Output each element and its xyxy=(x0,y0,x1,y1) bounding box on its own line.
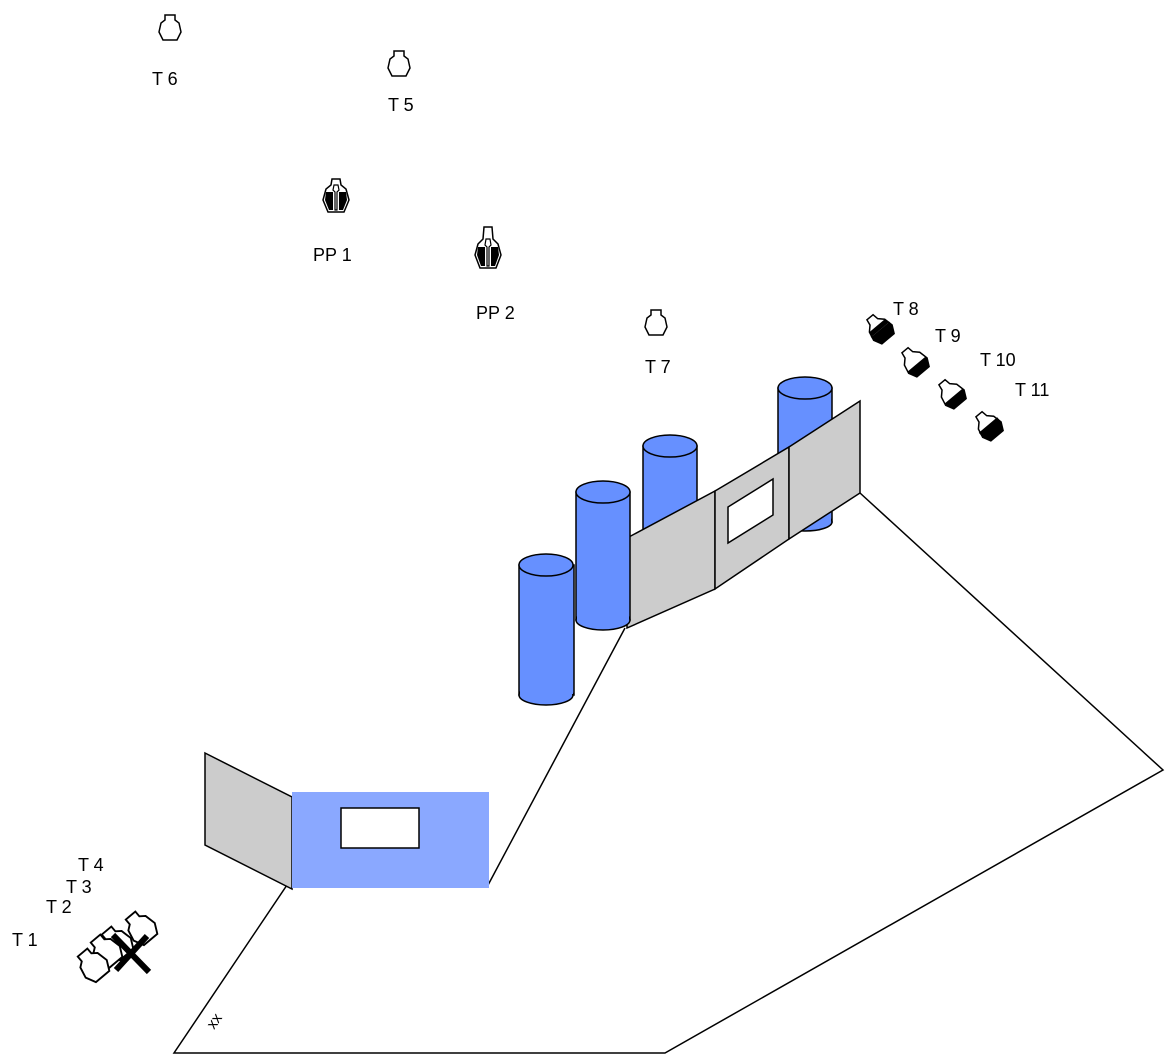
no-shoot-target-icon xyxy=(474,226,502,269)
steel-popper-icon xyxy=(895,341,933,381)
steel-t8: T 8 xyxy=(860,299,919,348)
paper-target-icon xyxy=(158,14,182,41)
label-t3: T 3 xyxy=(66,877,92,897)
lower-port-window xyxy=(340,807,420,849)
barrel-2 xyxy=(575,480,631,631)
label-pp2: PP 2 xyxy=(476,303,515,323)
label-t7: T 7 xyxy=(645,357,671,377)
upper-wall-panel-3 xyxy=(788,399,861,541)
upper-port-window xyxy=(727,477,774,545)
label-t2: T 2 xyxy=(46,897,72,917)
label-t10: T 10 xyxy=(980,350,1016,370)
steel-t11: T 11 xyxy=(969,380,1049,445)
label-t8: T 8 xyxy=(893,299,919,319)
target-t5: T 5 xyxy=(387,50,414,115)
lower-wall-with-port xyxy=(204,751,489,891)
steel-popper-icon xyxy=(860,308,898,348)
steel-t9: T 9 xyxy=(895,326,961,381)
paper-target-icon xyxy=(644,309,668,336)
start-position-marker: xx xyxy=(203,1010,226,1032)
no-shoot-target-icon xyxy=(322,178,350,213)
paper-target-icon xyxy=(387,50,411,77)
upper-wall xyxy=(626,399,861,630)
label-pp1: PP 1 xyxy=(313,245,352,265)
no-shoot-x-mark xyxy=(110,932,152,975)
label-t9: T 9 xyxy=(935,326,961,346)
target-cluster-t1-t4: T 1 T 2 T 3 T 4 xyxy=(12,855,163,987)
label-t5: T 5 xyxy=(388,95,414,115)
barrel-1 xyxy=(518,553,575,706)
label-t6: T 6 xyxy=(152,69,178,89)
label-t1: T 1 xyxy=(12,930,38,950)
shooting-area-outline xyxy=(172,492,1165,1054)
no-shoot-pp2: PP 2 xyxy=(474,226,515,323)
no-shoot-pp1: PP 1 xyxy=(313,178,352,265)
steel-popper-icon xyxy=(932,373,970,413)
steel-t10: T 10 xyxy=(932,350,1016,413)
steel-popper-icon xyxy=(969,405,1007,445)
label-t11: T 11 xyxy=(1015,380,1049,400)
target-t7: T 7 xyxy=(644,309,671,377)
label-t4: T 4 xyxy=(78,855,104,875)
lower-wing-wall xyxy=(204,751,293,891)
target-t6: T 6 xyxy=(152,14,182,89)
